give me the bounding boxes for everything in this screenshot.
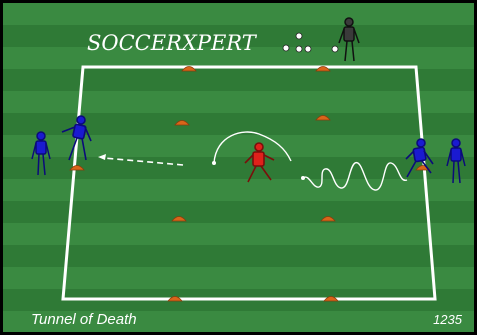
drill-code: 1235 <box>433 312 462 327</box>
soccer-ball-icon <box>296 33 302 39</box>
run-start-dot <box>212 161 216 165</box>
drill-title: Tunnel of Death <box>31 311 137 328</box>
brand-logo: SOCCERXPERT <box>87 31 256 55</box>
soccer-ball-icon <box>305 46 311 52</box>
soccer-ball-icon <box>283 45 289 51</box>
soccer-ball-icon <box>332 46 338 52</box>
dribble-start-dot <box>301 176 305 180</box>
soccer-ball-icon <box>296 46 302 52</box>
